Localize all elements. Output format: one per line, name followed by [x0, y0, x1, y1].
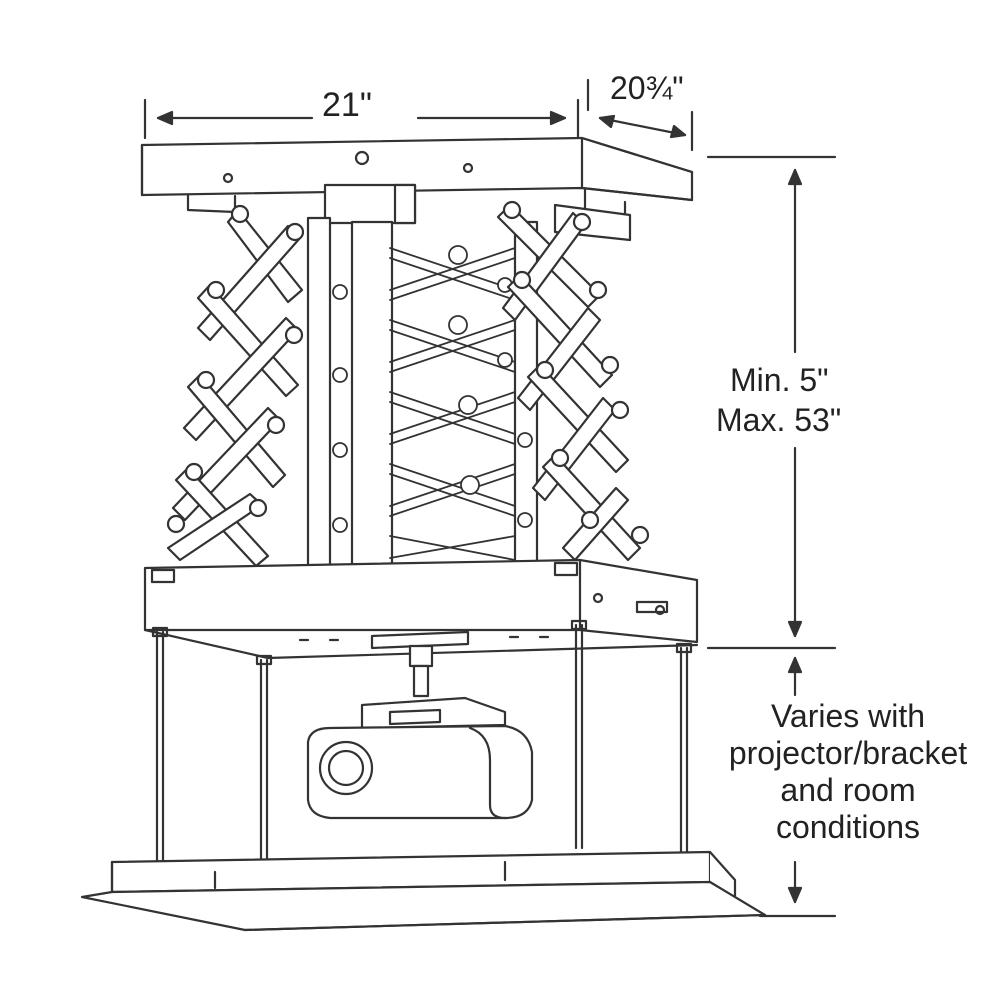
clearance-dimension-line — [758, 656, 837, 918]
left-scissor-arm — [166, 204, 305, 568]
travel-min-label: Min. 5" — [730, 362, 829, 398]
bottom-trim-panel — [80, 850, 767, 932]
travel-max-label: Max. 53" — [716, 402, 842, 438]
travel-dimension-line — [706, 155, 837, 650]
clearance-line-2: projector/bracket — [728, 735, 968, 771]
right-scissor-arm — [496, 200, 650, 562]
clearance-note: Varies with projector/bracket and room c… — [698, 698, 998, 846]
depth-dimension-line — [586, 78, 694, 152]
clearance-line-3: and room — [780, 772, 916, 808]
width-dimension-line — [143, 98, 580, 140]
depth-dimension-label: 20¾" — [610, 70, 684, 106]
width-dimension-label: 21" — [322, 86, 372, 124]
support-rods — [151, 619, 693, 867]
top-mounting-plate — [140, 136, 694, 242]
clearance-line-4: conditions — [775, 809, 921, 845]
projector — [306, 724, 534, 820]
guide-posts — [306, 216, 539, 569]
projector-bracket — [360, 644, 507, 730]
clearance-line-1: Varies with — [770, 698, 926, 734]
lower-lift-box — [143, 558, 699, 660]
